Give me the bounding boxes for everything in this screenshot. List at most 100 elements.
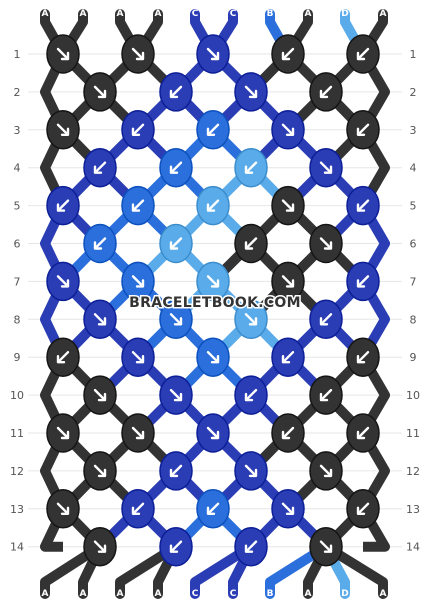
arrow-shaft xyxy=(132,502,145,514)
arrow-shaft xyxy=(245,237,258,249)
strand-label-bottom: A xyxy=(117,589,124,599)
arrow-head xyxy=(131,506,141,515)
arrow-shaft xyxy=(319,161,332,173)
bottom-strand xyxy=(190,541,256,599)
arrow-down-right-icon xyxy=(56,426,70,440)
knot xyxy=(196,185,230,226)
arrow-shaft xyxy=(357,426,370,439)
arrow-shaft xyxy=(281,199,294,211)
arrow-shaft xyxy=(281,502,294,514)
arrow-shaft xyxy=(245,540,258,552)
arrow-head xyxy=(206,506,216,515)
arrow-down-right-icon xyxy=(281,123,295,137)
arrow-shaft xyxy=(93,388,106,401)
knot xyxy=(121,110,155,150)
arrow-down-left-icon xyxy=(356,351,370,364)
arrow-head xyxy=(244,392,254,402)
arrow-down-right-icon xyxy=(56,123,70,137)
knot xyxy=(159,375,193,415)
row-number-right: 6 xyxy=(410,238,417,251)
row-number-left: 3 xyxy=(14,124,21,137)
arrow-head xyxy=(323,165,333,174)
arrow-shaft xyxy=(131,426,144,439)
arrow-head xyxy=(323,241,333,250)
row-number-left: 13 xyxy=(10,503,24,516)
knot xyxy=(46,185,80,226)
arrow-head xyxy=(135,51,145,61)
knot xyxy=(46,413,80,453)
arrow-shaft xyxy=(207,199,220,211)
bottom-strand xyxy=(40,541,105,599)
strand-label-bottom: A xyxy=(155,589,162,599)
arrow-down-right-icon xyxy=(93,388,107,402)
knot xyxy=(346,337,380,377)
arrow-head xyxy=(248,468,258,478)
knot xyxy=(159,451,193,491)
arrow-shaft xyxy=(357,275,370,287)
arrow-shaft xyxy=(93,540,106,552)
arrow-head xyxy=(281,430,291,440)
arrow-head xyxy=(131,127,141,137)
arrow-head xyxy=(319,392,329,402)
arrow-head xyxy=(97,468,107,478)
arrow-down-left-icon xyxy=(93,161,107,174)
arrow-head xyxy=(319,89,329,99)
knot xyxy=(309,299,343,340)
arrow-shaft xyxy=(245,161,258,173)
row-number-right: 12 xyxy=(406,465,420,478)
arrow-shaft xyxy=(93,464,106,477)
knot xyxy=(309,451,343,491)
knot xyxy=(234,299,268,340)
arrow-head xyxy=(323,544,333,553)
knot xyxy=(234,223,268,264)
arrow-down-left-icon xyxy=(356,426,370,440)
knot xyxy=(234,451,268,491)
knot xyxy=(309,526,343,567)
row-number-right: 5 xyxy=(410,200,417,213)
arrow-head xyxy=(285,506,295,515)
arrow-head xyxy=(244,544,254,553)
knot xyxy=(196,110,230,150)
arrow-shaft xyxy=(131,47,144,60)
row-number-right: 2 xyxy=(410,86,417,99)
row-number-left: 9 xyxy=(14,351,21,364)
arrow-down-left-icon xyxy=(131,199,145,212)
row-number-left: 11 xyxy=(10,427,24,440)
arrow-down-right-icon xyxy=(281,502,295,515)
arrow-down-left-icon xyxy=(281,426,295,440)
knot xyxy=(121,261,155,302)
knot xyxy=(309,223,343,264)
bottom-strand xyxy=(115,541,181,599)
arrow-head xyxy=(356,430,366,440)
arrow-shaft xyxy=(93,85,106,98)
row-number-left: 6 xyxy=(14,238,21,251)
arrow-down-right-icon xyxy=(93,313,107,326)
arrow-head xyxy=(248,317,258,326)
row-number-left: 1 xyxy=(14,48,21,61)
knot xyxy=(83,72,117,112)
knot xyxy=(271,185,305,226)
strand-label-top: A xyxy=(117,9,124,19)
strand-label-top: A xyxy=(80,9,87,19)
arrow-down-left-icon xyxy=(356,47,370,61)
strand-label-top: A xyxy=(155,9,162,19)
arrow-down-right-icon xyxy=(206,426,220,440)
arrow-down-left-icon xyxy=(169,464,183,478)
row-number-right: 9 xyxy=(410,351,417,364)
arrow-shaft xyxy=(131,275,144,287)
arrow-head xyxy=(244,165,254,174)
row-number-right: 11 xyxy=(406,427,420,440)
arrow-head xyxy=(285,279,295,288)
arrow-down-left-icon xyxy=(356,502,370,515)
knot xyxy=(234,375,268,415)
knot xyxy=(121,185,155,226)
watermark: BRACELETBOOK.COM xyxy=(129,295,301,311)
arrow-head xyxy=(210,430,220,440)
arrow-shaft xyxy=(282,426,295,439)
knot xyxy=(159,72,193,112)
arrow-shaft xyxy=(169,388,182,401)
knot xyxy=(271,34,305,74)
knot xyxy=(271,110,305,150)
arrow-down-right-icon xyxy=(56,502,70,515)
